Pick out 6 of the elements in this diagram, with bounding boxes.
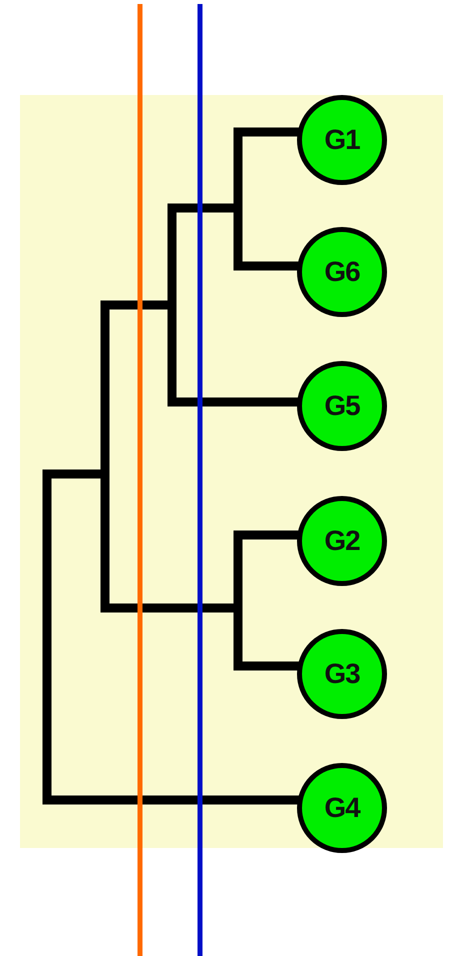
leaf-label: G6 [324, 256, 360, 288]
leaf-label: G1 [324, 124, 360, 156]
leaf-label: G2 [324, 525, 360, 557]
leaf-label: G5 [324, 390, 360, 422]
leaf-label: G4 [324, 792, 360, 824]
leaf-label: G3 [324, 658, 360, 690]
